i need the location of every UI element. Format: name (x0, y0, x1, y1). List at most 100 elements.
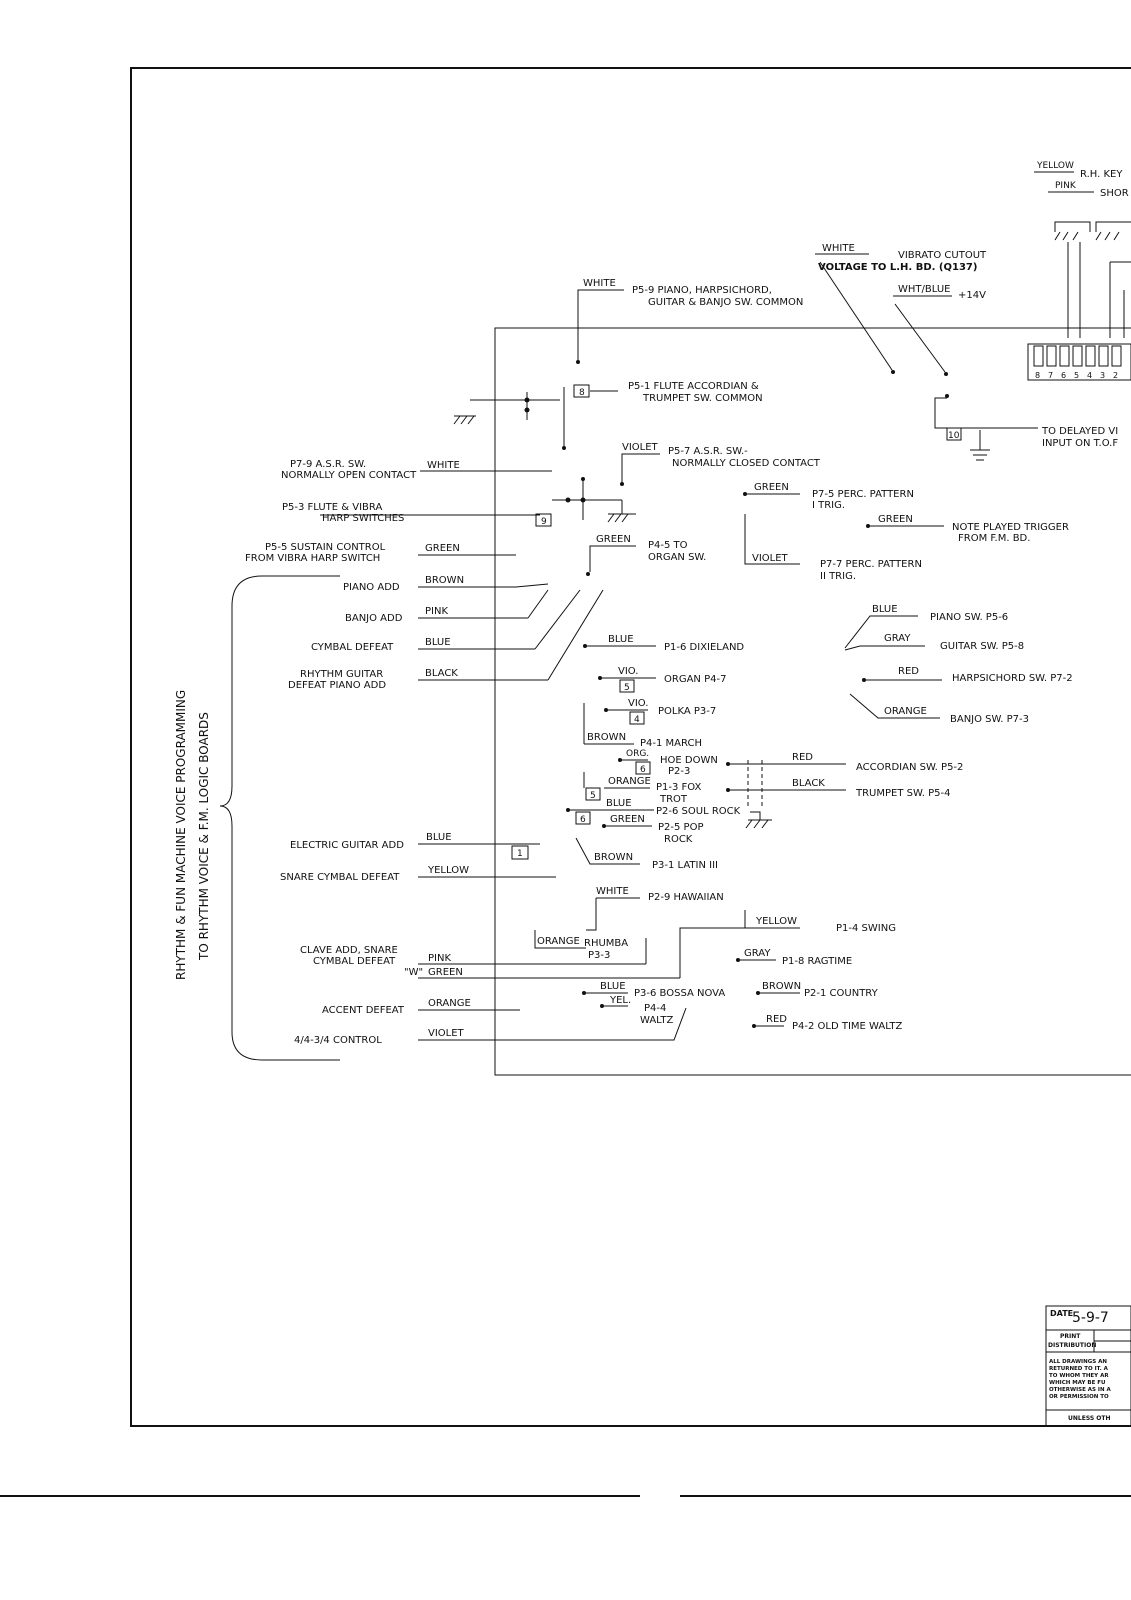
waltz-label: P4-4 (644, 1003, 666, 1014)
date-value: 5-9-7 (1072, 1310, 1109, 1326)
notice-5: OTHERWISE AS IN A (1049, 1387, 1111, 1393)
white-top-wire: WHITE (583, 278, 616, 289)
sw-red-2: RED (792, 752, 813, 763)
hoe-down-label-2: P2-3 (668, 766, 690, 777)
flute-vibra-label-2: HARP SWITCHES (322, 513, 404, 524)
p4-5-label: P4-5 TO (648, 540, 688, 551)
sustain-label-2: FROM VIBRA HARP SWITCH (245, 553, 380, 564)
hawaiian-label: P2-9 HAWAIIAN (648, 892, 724, 903)
blue-soul-wire: BLUE (606, 798, 632, 809)
wire-blue-2: BLUE (426, 832, 452, 843)
clave-label-3: "W" (404, 967, 423, 978)
unless-label: UNLESS OTH (1068, 1415, 1111, 1422)
rhythm-guitar-label-2: DEFEAT PIANO ADD (288, 680, 386, 691)
pop-rock-label-2: ROCK (664, 834, 693, 845)
wire-blue: BLUE (425, 637, 451, 648)
connector-pin-number: 5 (1074, 371, 1079, 380)
brown-country-wire: BROWN (762, 981, 801, 992)
rhythm-selections: BLUE P1-6 DIXIELAND VIO. 5 ORGAN P4-7 VI… (495, 583, 903, 1041)
sustain-label: P5-5 SUSTAIN CONTROL (265, 542, 386, 553)
sw-blue: BLUE (872, 604, 898, 615)
white-hawaiian-wire: WHITE (596, 886, 629, 897)
accordian-sw-label: ACCORDIAN SW. P5-2 (856, 762, 963, 773)
connector-pin (1098, 345, 1109, 367)
trumpet-sw-label: TRUMPET SW. P5-4 (855, 788, 950, 799)
blue-dixieland-wire: BLUE (608, 634, 634, 645)
connector-pin-number: 6 (1061, 371, 1066, 380)
connector-pin (1033, 345, 1044, 367)
accent-label: ACCENT DEFEAT (322, 1005, 405, 1016)
old-waltz-label: P4-2 OLD TIME WALTZ (792, 1021, 903, 1032)
wire-violet: VIOLET (428, 1028, 465, 1039)
p7-7-label-2: II TRIG. (820, 571, 856, 582)
delayed-label-2: INPUT ON T.O.F (1042, 438, 1118, 449)
box-8: 8 (579, 388, 585, 398)
orange-fox-wire: ORANGE (608, 776, 651, 787)
harpsichord-sw-label: HARPSICHORD SW. P7-2 (952, 673, 1073, 684)
connector-pin (1111, 345, 1122, 367)
connector-pin-number: 4 (1087, 371, 1092, 380)
latin-label: P3-1 LATIN III (652, 860, 718, 871)
left-signal-list: P7-9 A.S.R. SW. NORMALLY OPEN CONTACT WH… (245, 459, 680, 1046)
connector-pin-number: 7 (1048, 371, 1053, 380)
wire-pink-2: PINK (428, 953, 451, 964)
p5-1-label-2: TRUMPET SW. COMMON (642, 393, 763, 404)
vibrato-label-2: VOLTAGE TO L.H. BD. (Q137) (818, 262, 977, 273)
control-label: 4/4-3/4 CONTROL (294, 1035, 382, 1046)
wire-black: BLACK (425, 668, 458, 679)
delayed-label: TO DELAYED VI (1041, 426, 1118, 437)
org-hoe-wire: ORG. (626, 749, 649, 759)
connector-pin-number: 3 (1100, 371, 1105, 380)
connector-pin-number: 2 (1113, 371, 1118, 380)
piano-add-label: PIANO ADD (343, 582, 400, 593)
organ-label: ORGAN P4-7 (664, 674, 726, 685)
vio-polka-wire: VIO. (628, 698, 648, 709)
clave-label-2: CYMBAL DEFEAT (313, 956, 396, 967)
banjo-add-label: BANJO ADD (345, 613, 403, 624)
green-pop-wire: GREEN (610, 814, 645, 825)
notice-6: OR PERMISSION TO (1049, 1394, 1109, 1400)
wire-brown: BROWN (425, 575, 464, 586)
guitar-sw-label: GUITAR SW. P5-8 (940, 641, 1024, 652)
yellow-swing-wire: YELLOW (755, 916, 797, 927)
box-9: 9 (541, 517, 547, 527)
p7-5-label-2: I TRIG. (812, 500, 845, 511)
p5-7-label: P5-7 A.S.R. SW.- (668, 446, 748, 457)
box-4: 4 (634, 715, 640, 725)
pink-short-wire: PINK (1055, 181, 1077, 191)
connector-pin (1072, 345, 1083, 367)
rh-key-label: R.H. KEY (1080, 169, 1123, 180)
violet-p5-7-wire: VIOLET (622, 442, 659, 453)
connector-block (1027, 343, 1131, 381)
notice-1: ALL DRAWINGS AN (1049, 1359, 1107, 1365)
yel-waltz-wire: YEL. (609, 995, 631, 1006)
p5-1-label: P5-1 FLUTE ACCORDIAN & (628, 381, 759, 392)
notice-3: TO WHOM THEY AR (1049, 1373, 1109, 1379)
rhythm-guitar-label: RHYTHM GUITAR (300, 669, 383, 680)
banjo-sw-label: BANJO SW. P7-3 (950, 714, 1029, 725)
drawing-frame (0, 67, 1131, 1497)
brown-latin-wire: BROWN (594, 852, 633, 863)
connector-pin (1046, 345, 1057, 367)
polka-label: POLKA P3-7 (658, 706, 716, 717)
piano-sw-label: PIANO SW. P5-6 (930, 612, 1008, 623)
wire-yellow: YELLOW (427, 865, 469, 876)
note-played-label: NOTE PLAYED TRIGGER (952, 522, 1069, 533)
rhumba-label: RHUMBA (584, 938, 628, 949)
note-played-label-2: FROM F.M. BD. (958, 533, 1030, 544)
rhumba-label-2: P3-3 (588, 950, 610, 961)
title-block: DATE 5-9-7 PRINT DISTRIBUTION ALL DRAWIN… (1045, 1305, 1131, 1427)
sw-orange: ORANGE (884, 706, 927, 717)
box-10: 10 (948, 431, 960, 441)
box-6b: 6 (580, 815, 586, 825)
p5-9-label: P5-9 PIANO, HARPSICHORD, (632, 285, 772, 296)
box-1: 1 (517, 849, 523, 859)
vibrato-label: VIBRATO CUTOUT (898, 250, 987, 261)
box-5b: 5 (590, 791, 596, 801)
red-old-wire: RED (766, 1014, 787, 1025)
wire-orange: ORANGE (428, 998, 471, 1009)
ragtime-label: P1-8 RAGTIME (782, 956, 852, 967)
notice-4: WHICH MAY BE FU (1049, 1380, 1105, 1386)
top-connections: WHITE P5-9 PIANO, HARPSICHORD, GUITAR & … (453, 161, 1131, 582)
sw-black: BLACK (792, 778, 825, 789)
